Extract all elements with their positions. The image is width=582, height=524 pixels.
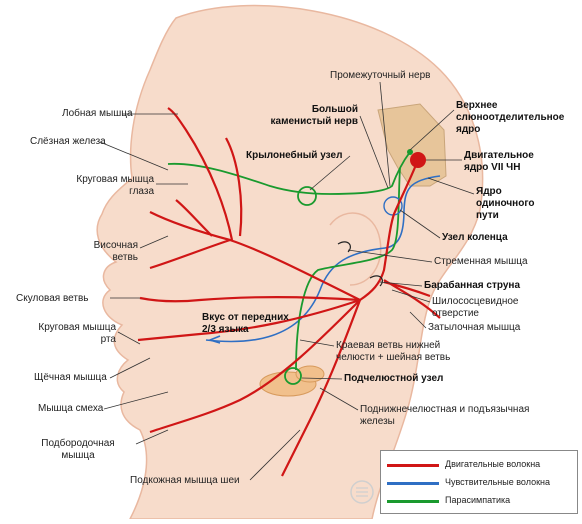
legend: Двигательные волокна Чувствительные воло… [380, 450, 578, 514]
label-intermediate-nerve: Промежуточный нерв [330, 70, 431, 81]
legend-row-motor: Двигательные волокна [381, 457, 577, 473]
leader-line [135, 429, 169, 445]
legend-label-sensory: Чувствительные волокна [445, 477, 550, 487]
leader-line [379, 81, 391, 187]
motor-branch-buccal [137, 298, 361, 342]
leader-line [117, 331, 141, 345]
pterygopalatine-ganglion [297, 186, 317, 206]
label-leaders [99, 81, 475, 481]
label-risorius: Мышца смеха [38, 403, 104, 414]
label-zygomatic-branch: Скуловая ветвь [16, 293, 89, 304]
stapedius-hook [337, 241, 351, 253]
chorda-hook [369, 275, 383, 287]
ear [329, 212, 382, 286]
legend-label-parasympathetic: Парасимпатика [445, 495, 511, 505]
leader-line [409, 109, 455, 151]
leader-line [391, 289, 431, 303]
label-occipital: Затылочная мышца [428, 322, 521, 333]
leader-line [299, 339, 335, 347]
leader-line [139, 235, 169, 249]
legend-swatch-parasympathetic [387, 500, 439, 503]
label-chorda-tympani: Барабанная струна [424, 280, 521, 291]
leader-line [109, 357, 151, 379]
motor-branch-marginal [149, 299, 361, 434]
motor-branch-frontal [167, 107, 234, 241]
label-frontal-muscle: Лобная мышца [62, 108, 133, 119]
brain-watermark-icon [350, 480, 374, 504]
parasympathetic-petrosal [167, 151, 411, 195]
legend-row-sensory: Чувствительные волокна [381, 475, 577, 491]
motor-branch-frontal-2 [225, 137, 243, 237]
legend-label-motor: Двигательные волокна [445, 459, 541, 469]
legend-swatch-sensory [387, 482, 439, 485]
motor-branch-cervical [281, 299, 362, 477]
leader-line [249, 429, 301, 481]
motor-branch-zygomatic [139, 295, 361, 303]
label-stapedius: Стременная мышца [434, 256, 528, 267]
label-submandibular-ganglion: Подчелюстной узел [344, 373, 444, 384]
motor-trunk [359, 159, 420, 301]
label-geniculate: Узел коленца [442, 232, 508, 243]
legend-row-parasympathetic: Парасимпатика [381, 493, 577, 509]
leader-line [99, 141, 169, 171]
leader-line [399, 209, 441, 239]
sensory-fiber-taste [205, 175, 441, 343]
leader-line [301, 377, 343, 380]
leader-line [379, 281, 423, 287]
label-platysma: Подкожная мышца шеи [130, 475, 240, 486]
leader-line [427, 177, 475, 195]
leader-line [359, 115, 389, 189]
label-buccal-muscle: Щёчная мышца [34, 372, 107, 383]
leader-line [409, 311, 427, 329]
sensory-fiber-taste-arrow [207, 335, 221, 344]
leader-line [347, 249, 433, 263]
leader-line [319, 387, 359, 411]
head-silhouette [96, 4, 484, 520]
parasympathetic-chorda [295, 167, 401, 371]
leader-line [103, 391, 169, 410]
motor-branch-temporal [149, 211, 361, 301]
motor-branch-orbicularis-oculi [175, 199, 213, 237]
label-pterygopalatine: Крылонебный узел [246, 150, 343, 161]
brainstem [377, 103, 447, 187]
leader-line [309, 155, 351, 191]
motor-branch-infraorbital [149, 238, 231, 270]
legend-swatch-motor [387, 464, 439, 467]
submandibular-ganglion-circle [284, 367, 302, 385]
label-lacrimal-gland: Слёзная железа [30, 136, 106, 147]
